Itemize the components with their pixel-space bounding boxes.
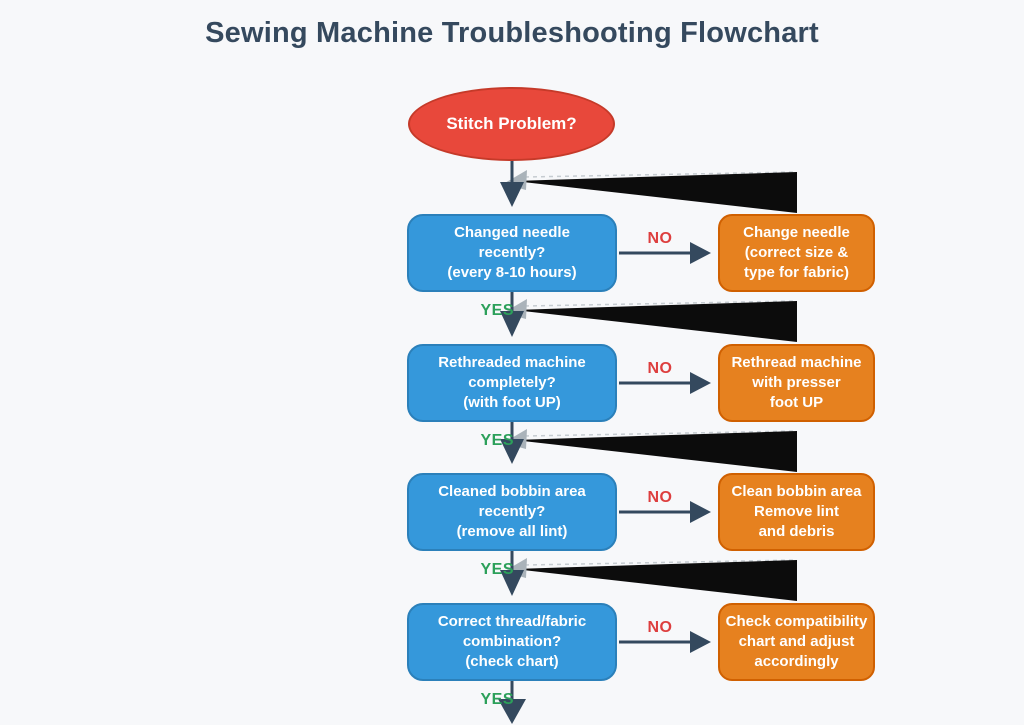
start-node-label: Stitch Problem? [446,114,577,133]
flowchart-title: Sewing Machine Troubleshooting Flowchart [205,17,819,49]
no-label-4: NO [647,619,673,636]
action-text: Check compatibility chart and adjust acc… [725,613,868,670]
down-arrowhead-icon [500,439,524,464]
question-box-3: Cleaned bobbin area recently? (remove al… [407,473,617,551]
dashed-guide-lines [524,171,798,566]
wedge-connector [514,172,797,213]
question-box-1: Changed needle recently? (every 8-10 hou… [407,214,617,292]
yes-arrows [498,158,526,724]
no-label-2: NO [647,360,673,377]
question-text: Correct thread/fabric combination? (chec… [437,613,587,670]
no-arrows [619,242,711,653]
start-node: Stitch Problem? [408,87,615,161]
right-arrowhead-icon [690,631,711,653]
question-box-2: Rethreaded machine completely? (with foo… [407,344,617,422]
right-arrowhead-icon [690,501,711,523]
wedge-connector [514,301,797,342]
wedge-connector [514,560,797,601]
right-arrowhead-icon [690,372,711,394]
no-label-3: NO [647,489,673,506]
yes-label-2: YES [480,432,514,449]
question-text: Rethreaded machine completely? (with foo… [438,354,586,411]
yes-label-1: YES [480,302,514,319]
down-arrowhead-icon [500,311,524,337]
action-box-2: Rethread machine with presser foot UP [718,344,875,422]
wedge-connector [514,431,797,472]
action-box-3: Clean bobbin area Remove lint and debris [718,473,875,551]
yes-label-4: YES [480,691,514,708]
question-box-4: Correct thread/fabric combination? (chec… [407,603,617,681]
action-box-1: Change needle (correct size & type for f… [718,214,875,292]
right-arrowhead-icon [690,242,711,264]
action-text: Change needle (correct size & type for f… [743,224,850,281]
down-arrowhead-icon [500,182,524,207]
action-text: Clean bobbin area Remove lint and debris [731,483,862,540]
action-text: Rethread machine with presser foot UP [731,354,862,411]
action-box-4: Check compatibility chart and adjust acc… [718,603,875,681]
down-arrowhead-icon [498,699,526,724]
down-arrowhead-icon [500,570,524,596]
yes-label-3: YES [480,561,514,578]
no-label-1: NO [647,230,673,247]
question-text: Cleaned bobbin area recently? (remove al… [438,483,586,540]
question-text: Changed needle recently? (every 8-10 hou… [447,224,577,281]
wedge-connectors [514,172,797,601]
